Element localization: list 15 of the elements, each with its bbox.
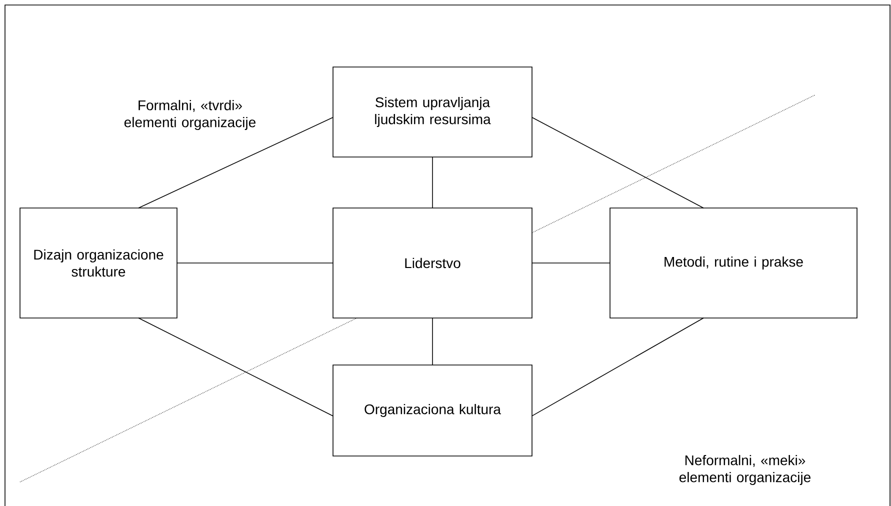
region-label: Neformalni, «meki» elementi organizacije bbox=[679, 454, 810, 486]
process-box: Dizajn organizacione strukture bbox=[20, 208, 178, 318]
connector-line bbox=[532, 117, 704, 208]
connector-line bbox=[176, 262, 334, 264]
connector-line bbox=[138, 318, 334, 416]
process-box: Metodi, rutine i prakse bbox=[610, 208, 858, 318]
process-box: Liderstvo bbox=[332, 208, 532, 318]
connector-line bbox=[432, 318, 433, 366]
connector-line bbox=[532, 262, 610, 264]
connector-line bbox=[532, 318, 704, 416]
connector-line bbox=[432, 156, 433, 208]
process-box: Sistem upravljanja ljudskim resursima bbox=[332, 66, 532, 158]
region-label: Formalni, «tvrdi» elementi organizacije bbox=[124, 100, 256, 130]
process-box: Organizaciona kultura bbox=[332, 364, 532, 456]
connector-line bbox=[138, 117, 334, 208]
